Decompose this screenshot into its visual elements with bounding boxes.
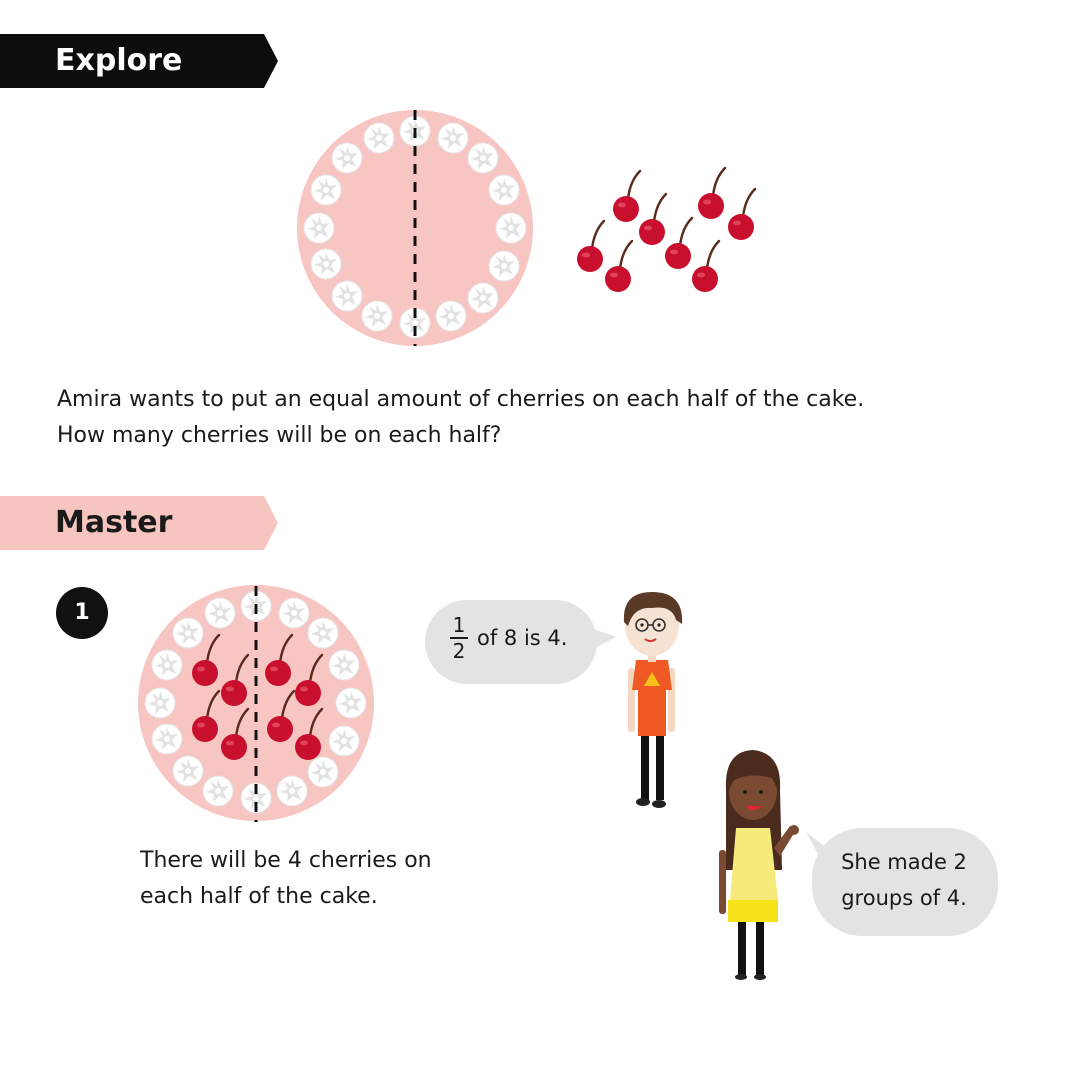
- master-banner: Master: [0, 496, 280, 550]
- boy-character: [623, 592, 683, 808]
- answer-line-2: each half of the cake.: [140, 884, 378, 909]
- fraction-numerator: 1: [450, 614, 468, 639]
- girl-character: [719, 750, 799, 980]
- boy-speech-bubble: [425, 600, 616, 684]
- explore-cake: [297, 110, 533, 346]
- answer-text: There will be 4 cherries on each half of…: [140, 843, 432, 915]
- explore-banner-shape: [0, 34, 278, 88]
- girl-speech-line-2: groups of 4.: [841, 886, 967, 910]
- girl-speech-line-1: She made 2: [841, 850, 967, 874]
- explore-cherries: [575, 166, 757, 294]
- question-number-badge: 1: [56, 587, 108, 639]
- explore-heading: Explore: [55, 43, 183, 78]
- boy-speech-text: of 8 is 4.: [477, 626, 568, 650]
- prompt-line-2: How many cherries will be on each half?: [57, 423, 502, 448]
- fraction-denominator: 2: [452, 639, 466, 663]
- prompt-line-1: Amira wants to put an equal amount of ch…: [57, 387, 865, 412]
- explore-prompt: Amira wants to put an equal amount of ch…: [57, 382, 864, 454]
- master-banner-shape: [0, 496, 278, 550]
- master-cake: [138, 585, 374, 822]
- answer-line-1: There will be 4 cherries on: [140, 848, 432, 873]
- girl-speech-text: She made 2 groups of 4.: [822, 844, 986, 916]
- explore-banner: Explore: [0, 34, 280, 88]
- girl-speech-bubble: [806, 828, 998, 936]
- half-fraction: 1 2: [450, 614, 468, 662]
- master-heading: Master: [55, 505, 173, 540]
